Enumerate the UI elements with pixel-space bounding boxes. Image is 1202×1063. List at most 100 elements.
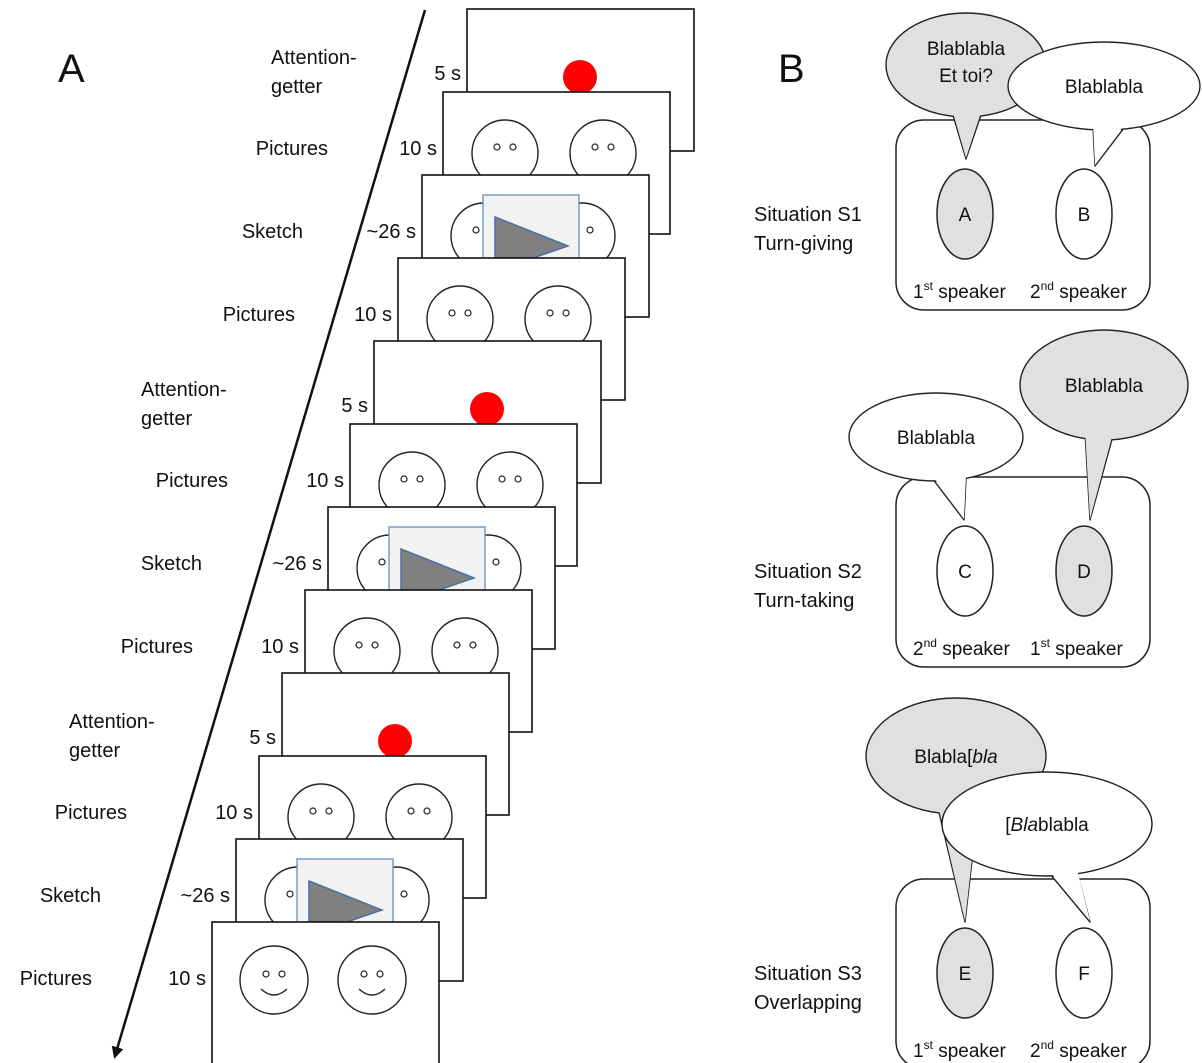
face-eye-right: [407, 807, 415, 815]
frame-duration: ~26 s: [181, 885, 230, 907]
speaker-right: [1055, 168, 1113, 260]
panel-a-letter: A: [58, 47, 85, 91]
speaker-letter: A: [959, 205, 972, 226]
frame-duration: ~26 s: [367, 221, 416, 243]
face-right: [337, 945, 407, 1015]
frame-content: [563, 60, 597, 94]
face-eye-left: [464, 309, 472, 317]
speaker-right: [1055, 927, 1113, 1019]
face-eye-left: [309, 807, 317, 815]
frame-label: Pictures: [55, 802, 127, 824]
role-ordinal: nd: [1041, 1038, 1054, 1052]
speech-bubble-right-seam: [1085, 429, 1114, 519]
role-word: speaker: [933, 1041, 1007, 1062]
situation-label: Situation S2: [754, 561, 862, 583]
situation-1: Situation S1 Turn-giving Blablabla Et toi? B…: [754, 12, 1201, 311]
frame-duration: 10 s: [399, 138, 437, 160]
face-eye-left: [378, 558, 386, 566]
frame-content: [378, 451, 544, 519]
frame-content: [470, 392, 504, 426]
face-eye-right: [591, 143, 599, 151]
situation-2: Situation S2Turn-takingBlablablaBlablabl…: [754, 329, 1189, 668]
bubble-text: Blabla[bla: [914, 747, 997, 768]
frame-content: [333, 617, 499, 685]
face-eye-right: [562, 309, 570, 317]
attention-dot: [378, 724, 412, 758]
frame-label: getter: [141, 408, 192, 430]
speaker-right: [1055, 525, 1113, 617]
frame-label: Sketch: [141, 553, 202, 575]
face-eye-left: [493, 143, 501, 151]
speech-bubble-right: [941, 771, 1153, 877]
role-ordinal: st: [924, 1038, 934, 1052]
frame-duration: 5 s: [249, 727, 276, 749]
role-word: speaker: [937, 639, 1011, 660]
face-eye-right: [546, 309, 554, 317]
speaker-letter: B: [1078, 205, 1091, 226]
situation-box: [895, 476, 1151, 668]
role-ordinal: nd: [1041, 279, 1054, 293]
frame-duration: 10 s: [354, 304, 392, 326]
face-eye-right: [469, 641, 477, 649]
role-label-right: 2nd speaker: [1030, 279, 1127, 303]
situation-label: Overlapping: [754, 992, 862, 1014]
frame-duration: 10 s: [306, 470, 344, 492]
role-label-left: 2nd speaker: [913, 636, 1010, 660]
role-number: 2: [913, 639, 924, 660]
role-number: 1: [913, 282, 924, 303]
speech-bubble-left-seam: [952, 109, 982, 158]
frame-label: Attention-: [141, 379, 227, 401]
frame-duration: ~26 s: [273, 553, 322, 575]
speaker-left: [936, 525, 994, 617]
role-word: speaker: [1054, 282, 1128, 303]
bubble-text-part: [: [1005, 815, 1011, 836]
face-eye-left: [355, 641, 363, 649]
speaker-letter: C: [958, 562, 972, 583]
frame-content: [287, 783, 453, 851]
bubble-text: Blablabla: [1065, 77, 1144, 98]
role-ordinal: st: [1041, 636, 1051, 650]
attention-dot: [470, 392, 504, 426]
face-eye-left: [509, 143, 517, 151]
face-eye-right: [360, 970, 368, 978]
speech-bubble-left-seam: [932, 475, 966, 519]
frame-duration: 10 s: [168, 968, 206, 990]
frame-label: Pictures: [121, 636, 193, 658]
role-label-left: 1st speaker: [913, 279, 1006, 303]
speaker-letter: F: [1078, 964, 1090, 985]
role-label-right: 1st speaker: [1030, 636, 1123, 660]
attention-dot: [563, 60, 597, 94]
face-mouth-left: [260, 988, 288, 996]
frame-label: Attention-: [69, 711, 155, 733]
frames-layer: [211, 8, 695, 1063]
bubble-text-part: blabla: [1038, 815, 1089, 836]
situation-label: Situation S1: [754, 204, 862, 226]
frame-label: Pictures: [223, 304, 295, 326]
face-mouth-right: [358, 988, 386, 996]
bubble-text-part: Bla: [1011, 815, 1038, 836]
role-label-left: 1st speaker: [913, 1038, 1006, 1062]
situation-label: Turn-giving: [754, 233, 853, 255]
frame-label: Pictures: [256, 138, 328, 160]
bubble-text: Blablabla: [927, 39, 1006, 60]
role-number: 1: [913, 1041, 924, 1062]
frame-label: Sketch: [40, 885, 101, 907]
situation-label: Turn-taking: [754, 590, 854, 612]
frame-content: [426, 285, 592, 353]
speaker-left: [936, 927, 994, 1019]
role-word: speaker: [1054, 1041, 1128, 1062]
frame-label: getter: [271, 76, 322, 98]
face-eye-left: [278, 970, 286, 978]
speech-bubble-right-seam: [1093, 121, 1127, 165]
frame-duration: 10 s: [215, 802, 253, 824]
panel-b-letter: B: [778, 47, 805, 91]
speaker-letter: E: [959, 964, 972, 985]
role-label-right: 2nd speaker: [1030, 1038, 1127, 1062]
frame-duration: 5 s: [434, 63, 461, 85]
face-eye-left: [371, 641, 379, 649]
bubble-text: Et toi?: [939, 66, 993, 87]
face-eye-right: [492, 558, 500, 566]
frame-label: Sketch: [242, 221, 303, 243]
